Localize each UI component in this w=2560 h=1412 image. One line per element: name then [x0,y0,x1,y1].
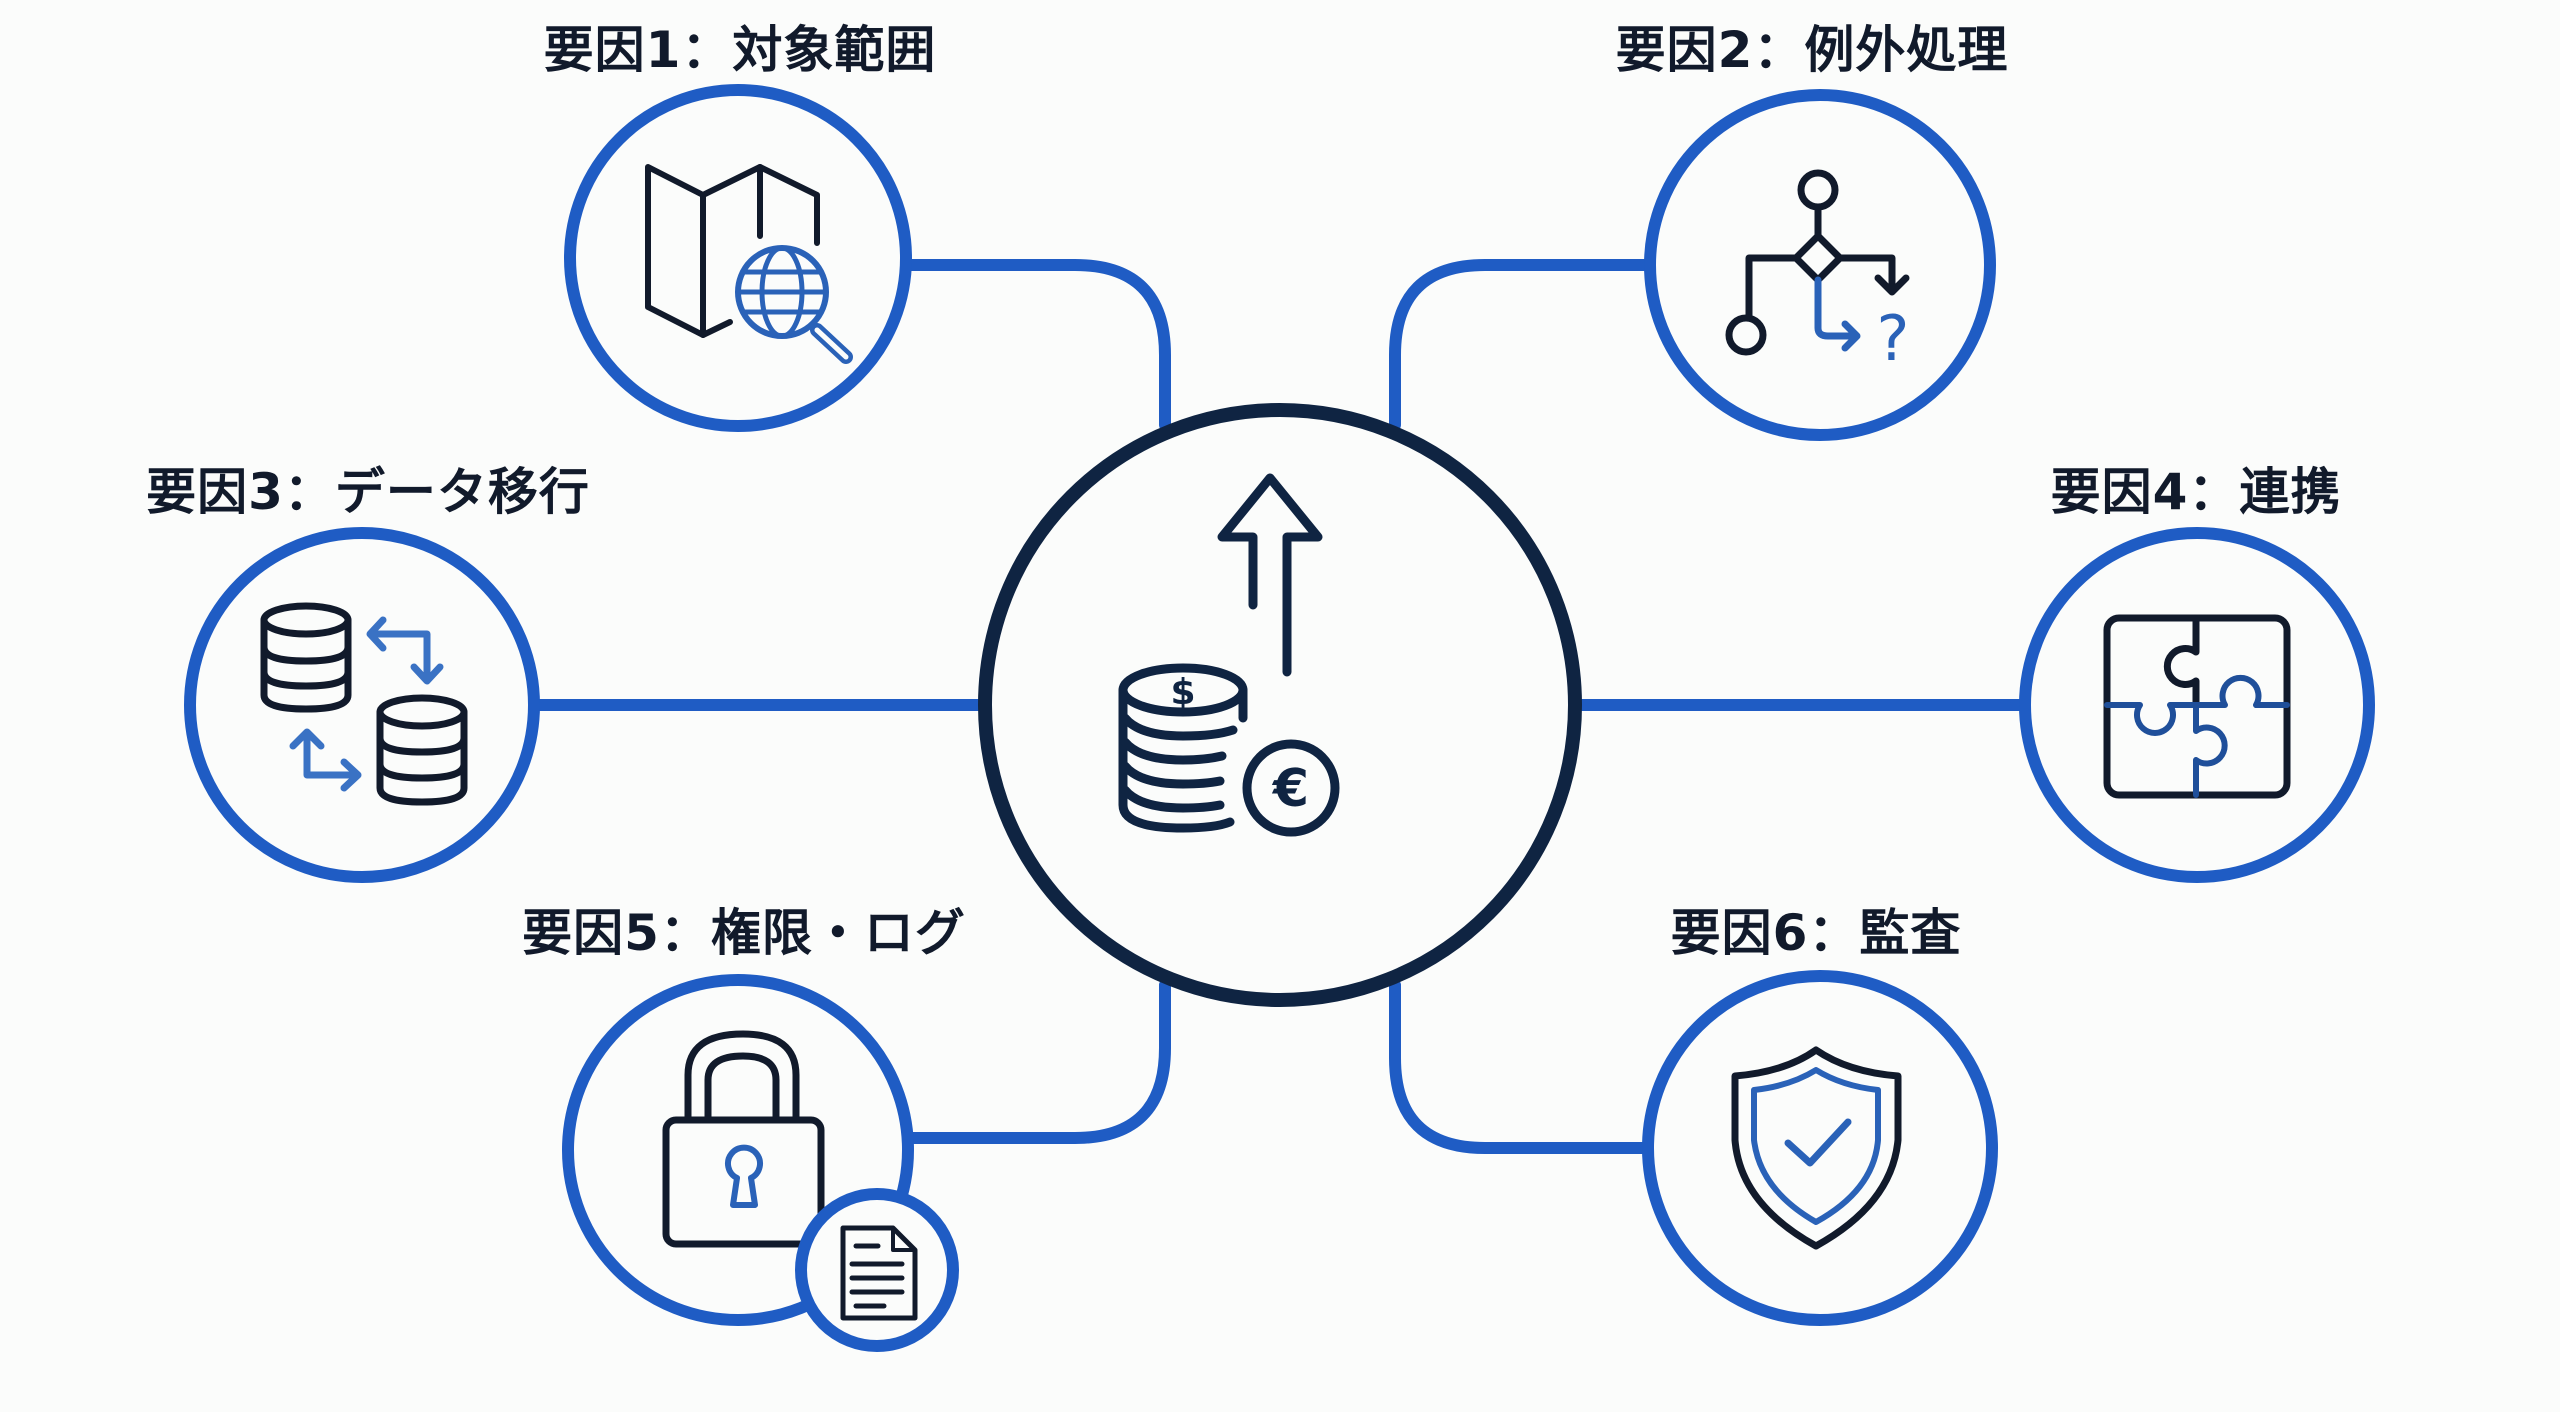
document-icon [840,1225,918,1321]
svg-text:?: ? [1877,302,1910,375]
svg-text:$: $ [1170,672,1195,713]
puzzle-pieces-icon [2103,614,2291,799]
factor-2-label: 要因2：例外処理 [1615,21,2009,79]
factor-6-node [1642,970,1998,1326]
connector-factor-2 [1389,259,1658,431]
connector-factor-6 [1389,979,1658,1154]
connector-factor-1 [899,259,1171,431]
connector-factor-5 [899,979,1171,1144]
coins-cost-increase-icon: $ € [1118,473,1340,837]
padlock-icon [662,1030,825,1248]
svg-text:€: € [1272,759,1309,819]
document-log-badge [795,1188,959,1352]
factor-5-node [562,974,959,1352]
factor-4-label: 要因4：連携 [2050,463,2342,521]
database-transfer-icon [260,602,468,806]
factor-5-label: 要因5：権限・ログ [522,904,966,962]
factor-3-node [184,527,540,883]
factor-4-node [2019,527,2375,883]
factor-6-label: 要因6：監査 [1670,904,1962,962]
factor-3-label: 要因3：データ移行 [146,463,590,521]
flowchart-branch-question-icon: ? [1725,169,1910,375]
shield-check-icon [1731,1046,1902,1250]
factor-1-label: 要因1：対象範囲 [543,21,937,79]
factor-2-node: ? [1644,89,1996,441]
map-globe-search-icon [645,164,853,364]
connectors [526,259,2036,1154]
factor-1-node [564,84,912,432]
center-hub: $ € [978,403,1582,1007]
